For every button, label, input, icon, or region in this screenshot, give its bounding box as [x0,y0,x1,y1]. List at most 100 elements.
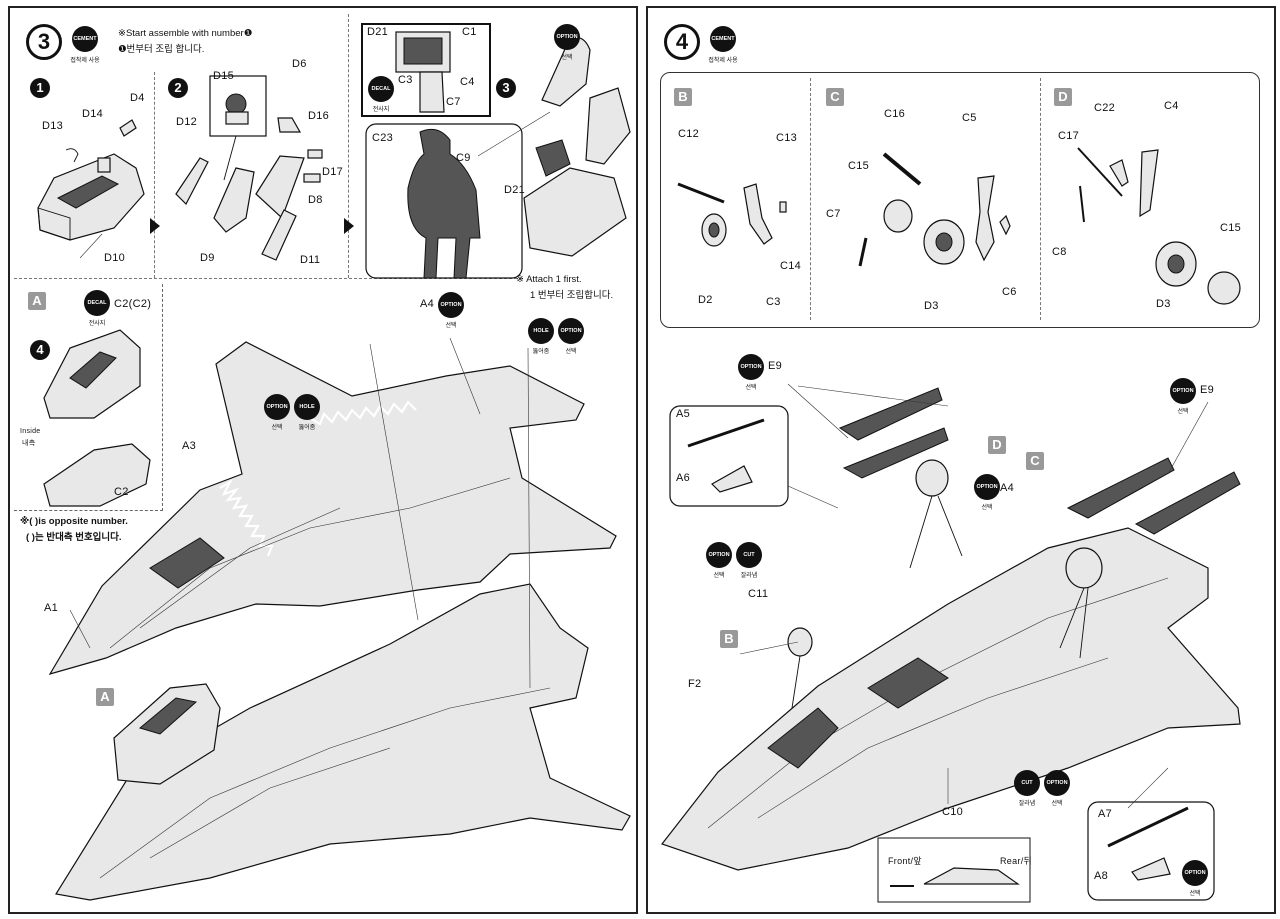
start-note-ko: ❶번부터 조립 합니다. [118,44,205,55]
part-label-c1: C1 [462,26,477,38]
cement-badge-caption: 접착제 사용 [70,58,100,64]
part-label-c15: C15 [848,160,870,172]
option-badge: OPTION [974,474,1000,500]
front-label: Front/앞 [888,856,922,866]
part-label-a7: A7 [1098,808,1113,820]
part-label-c2-pair: C2(C2) [114,298,152,310]
part-label-c7: C7 [446,96,461,108]
part-label-a8: A8 [1094,870,1109,882]
divider [154,72,155,278]
part-label-d11: D11 [300,254,321,266]
option-badge: OPTION [554,24,580,50]
option-badge-caption: 선택 [1051,801,1063,807]
part-label-d9: D9 [200,252,215,264]
cut-badge-caption: 잘라냄 [740,573,758,579]
divider [810,78,811,320]
part-label-e9-right: E9 [1200,384,1215,396]
inside-label-ko: 내측 [22,440,36,447]
attach-note-ko: 1 번부터 조립합니다. [530,290,614,301]
part-label-a1: A1 [44,602,59,614]
section-c-marker: C [826,88,844,106]
cement-badge: CEMENT [72,26,98,52]
part-label-d3-d: D3 [1156,298,1171,310]
cement-badge: CEMENT [710,26,736,52]
substep-3-marker: 3 [496,78,516,98]
option-badge-caption: 선택 [981,505,993,511]
attach-note-en: ※ Attach 1 first. [516,274,582,285]
part-label-c12: C12 [678,128,700,140]
part-label-d2: D2 [698,294,713,306]
step-number: 4 [664,24,700,60]
part-label-d3: D3 [924,300,939,312]
decal-badge: DECAL [84,290,110,316]
start-note-en: ※Start assemble with number❶ [118,28,253,39]
option-badge: OPTION [1170,378,1196,404]
section-d-marker: D [988,436,1006,454]
divider [348,14,349,278]
option-badge: OPTION [706,542,732,568]
hole-badge-caption: 뚫어줌 [298,425,316,431]
right-instruction-sheet: 4 CEMENT 접착제 사용 B C D [646,6,1276,914]
part-label-c11: C11 [748,588,769,600]
section-a-marker: A [96,688,114,706]
part-label-a4: A4 [420,298,435,310]
divider [14,278,522,279]
part-label-d8: D8 [308,194,323,206]
option-badge: OPTION [264,394,290,420]
option-badge: OPTION [1182,860,1208,886]
decal-badge-caption: 전사지 [372,107,390,113]
option-badge-caption: 선택 [445,323,457,329]
part-label-c22: C22 [1094,102,1116,114]
part-label-d12: D12 [176,116,198,128]
section-b-marker: B [674,88,692,106]
cement-badge-caption: 접착제 사용 [708,58,738,64]
part-label-c4: C4 [1164,100,1179,112]
opposite-note-en: ※( )is opposite number. [20,516,128,527]
option-badge-caption: 선택 [1189,891,1201,897]
section-a-marker: A [28,292,46,310]
option-badge: OPTION [1044,770,1070,796]
cut-badge-caption: 잘라냄 [1018,801,1036,807]
hole-badge-caption: 뚫어줌 [532,349,550,355]
hole-badge: HOLE [294,394,320,420]
inside-label: Inside [20,428,41,435]
part-label-c3: C3 [766,296,781,308]
cut-badge: CUT [1014,770,1040,796]
substep-4-marker: 4 [30,340,50,360]
divider [1040,78,1041,320]
option-badge-caption: 선택 [745,385,757,391]
section-d-marker: D [1054,88,1072,106]
part-label-f2: F2 [688,678,702,690]
part-label-c14: C14 [780,260,802,272]
substep-2-marker: 2 [168,78,188,98]
part-label-c17: C17 [1058,130,1080,142]
substep-1-marker: 1 [30,78,50,98]
landing-gear-panel [660,72,1260,328]
part-label-a6: A6 [676,472,691,484]
part-label-c8: C8 [1052,246,1067,258]
part-label-c9: C9 [456,152,471,164]
decal-box-a-frame [14,284,163,511]
cut-badge: CUT [736,542,762,568]
part-label-d15: D15 [213,70,235,82]
option-badge-caption: 선택 [565,349,577,355]
section-b-marker: B [720,630,738,648]
part-label-d21-sub3: D21 [504,184,526,196]
part-label-d14: D14 [82,108,104,120]
rear-label: Rear/뒤 [1000,856,1033,866]
part-label-c10: C10 [942,806,964,818]
option-badge-caption: 선택 [1177,409,1189,415]
option-badge: OPTION [438,292,464,318]
part-label-c6: C6 [1002,286,1017,298]
part-label-d13: D13 [42,120,64,132]
option-badge: OPTION [558,318,584,344]
option-badge-caption: 선택 [561,55,573,61]
part-label-d6: D6 [292,58,307,70]
step3-drawings [37,23,631,901]
part-label-d21: D21 [367,26,389,38]
part-label-c5: C5 [962,112,977,124]
section-c-marker: C [1026,452,1044,470]
part-label-c3: C3 [398,74,413,86]
part-label-c13: C13 [776,132,798,144]
option-badge-caption: 선택 [713,573,725,579]
